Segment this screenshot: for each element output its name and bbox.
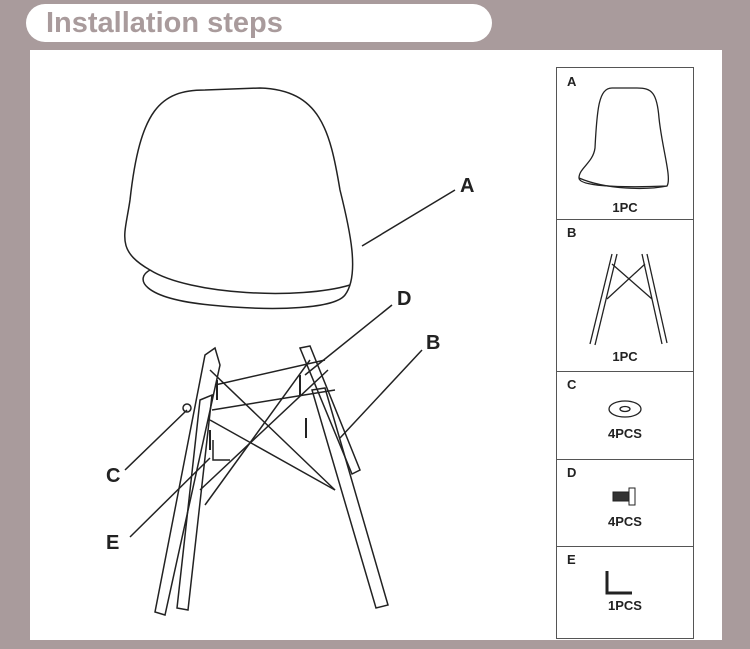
seat-shell-icon xyxy=(578,87,670,190)
instructions-panel: A D B C E A 1PC B 1PC C 4PCS D 4PCS E 1P… xyxy=(30,50,722,640)
part-label: A xyxy=(567,74,577,89)
allen-key-icon xyxy=(605,571,632,595)
part-qty: 1PC xyxy=(612,349,638,364)
screws-d xyxy=(209,375,307,450)
screw-icon xyxy=(612,487,636,506)
page-title: Installation steps xyxy=(46,7,283,39)
part-label: B xyxy=(567,225,577,240)
callout-e: E xyxy=(106,532,120,554)
part-row-a: A 1PC xyxy=(557,68,693,220)
part-label: C xyxy=(567,377,577,392)
seat-shell xyxy=(124,87,354,310)
part-row-d: D 4PCS xyxy=(557,459,693,547)
part-row-b: B 1PC xyxy=(557,219,693,372)
washer xyxy=(182,403,192,413)
base-legs-icon xyxy=(589,253,668,346)
part-qty: 4PCS xyxy=(608,514,642,529)
callout-c: C xyxy=(106,465,121,487)
title-banner: Installation steps xyxy=(26,4,492,42)
parts-list: A 1PC B 1PC C 4PCS D 4PCS E 1PCS xyxy=(556,67,694,639)
part-qty: 4PCS xyxy=(608,426,642,441)
part-label: E xyxy=(567,552,576,567)
part-qty: 1PC xyxy=(612,200,638,215)
allen-key xyxy=(212,440,230,461)
part-row-c: C 4PCS xyxy=(557,371,693,460)
assembly-diagram xyxy=(124,87,456,616)
washer-icon xyxy=(608,400,642,418)
callout-b: B xyxy=(426,332,441,354)
base-legs xyxy=(154,345,389,616)
callout-d: D xyxy=(397,288,412,310)
part-row-e: E 1PCS xyxy=(557,546,693,638)
part-label: D xyxy=(567,465,577,480)
part-qty: 1PCS xyxy=(608,598,642,613)
callout-a: A xyxy=(460,175,475,197)
